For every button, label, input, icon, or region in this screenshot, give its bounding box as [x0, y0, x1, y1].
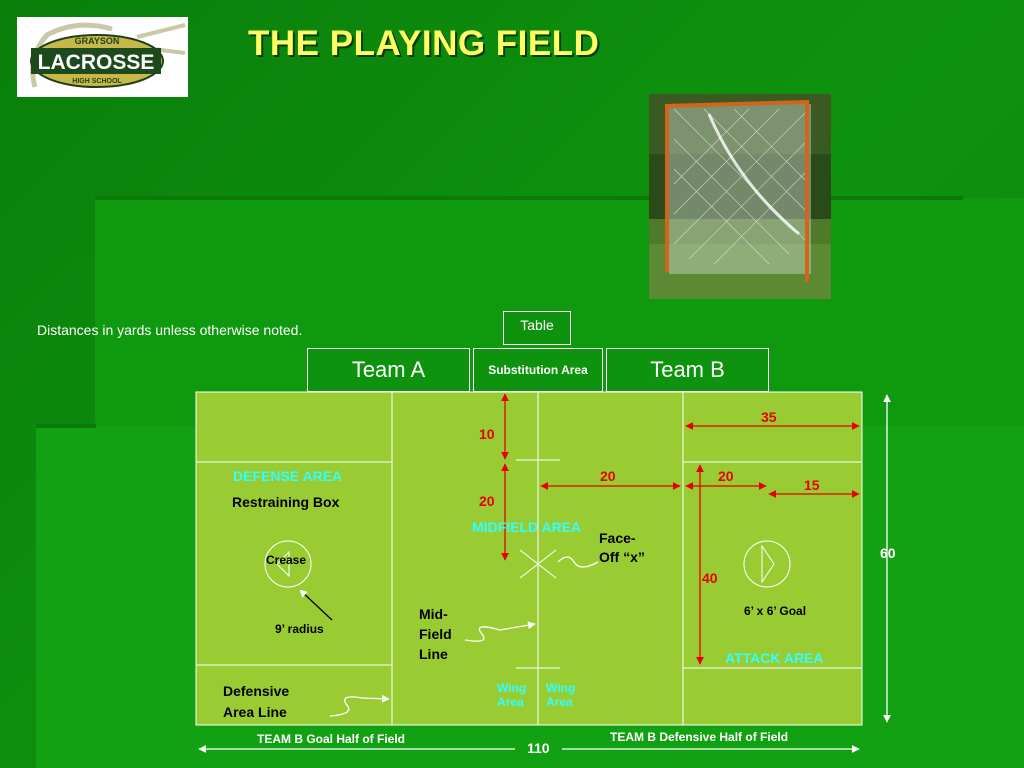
- dim-40-label: 40: [702, 570, 718, 586]
- defensive-line-pointer: [329, 694, 390, 717]
- faceoff-pointer: [557, 556, 599, 568]
- distance-note: Distances in yards unless otherwise note…: [37, 322, 303, 338]
- dim-20-attack-label: 20: [718, 468, 734, 484]
- faceoff-label: Face-Off “x”: [599, 530, 645, 565]
- attack-area-label: ATTACK AREA: [725, 650, 824, 666]
- substitution-area-box: Substitution Area: [473, 348, 603, 392]
- field-surface: [195, 391, 863, 726]
- midfield-line-label: Mid-Field Line: [419, 606, 452, 662]
- dim-20-horizontal-label: 20: [600, 468, 616, 484]
- background-divider-lower: [36, 424, 96, 428]
- school-logo: LACROSSE GRAYSON HIGH SCHOOL: [17, 17, 188, 97]
- goal-photo: [649, 94, 831, 299]
- svg-text:HIGH SCHOOL: HIGH SCHOOL: [72, 78, 122, 85]
- defensive-area-line-label: Defensive Area Line: [223, 683, 290, 720]
- wing-area-right-label: Wing Area: [546, 681, 576, 709]
- svg-text:LACROSSE: LACROSSE: [38, 51, 155, 74]
- team-b-defensive-half-label: TEAM B Defensive Half of Field: [610, 730, 789, 744]
- team-a-bench-box: Team A: [307, 348, 470, 392]
- slide-title: THE PLAYING FIELD: [248, 24, 600, 63]
- dim-20-vertical-label: 20: [479, 493, 495, 509]
- radius-pointer: [299, 589, 333, 621]
- crease-right: [743, 540, 791, 588]
- defense-area-label: DEFENSE AREA: [233, 468, 343, 484]
- dim-10-label: 10: [479, 426, 495, 442]
- dim-110-label: 110: [527, 740, 550, 756]
- dim-35-label: 35: [761, 409, 777, 425]
- midfield-line-pointer: [464, 621, 536, 642]
- faceoff-x-stroke: [519, 549, 557, 579]
- svg-text:GRAYSON: GRAYSON: [75, 36, 120, 46]
- background-divider: [95, 196, 963, 200]
- team-b-goal-half-label: TEAM B Goal Half of Field: [257, 732, 406, 746]
- wing-area-left-label: Wing Area: [497, 681, 527, 709]
- goal-left: [276, 550, 290, 578]
- midfield-area-label: MIDFIELD AREA: [472, 519, 582, 535]
- goal-right: [761, 544, 775, 584]
- restraining-box-label: Restraining Box: [232, 494, 340, 510]
- dim-60-label: 60: [880, 545, 896, 561]
- goal-size-label: 6’ x 6’ Goal: [744, 604, 807, 618]
- radius-label: 9’ radius: [275, 622, 324, 636]
- team-b-bench-box: Team B: [606, 348, 769, 392]
- crease-left: [264, 540, 312, 588]
- crease-label: Crease: [266, 553, 307, 567]
- scorer-table-box: Table: [503, 311, 571, 345]
- dim-15-label: 15: [804, 477, 820, 493]
